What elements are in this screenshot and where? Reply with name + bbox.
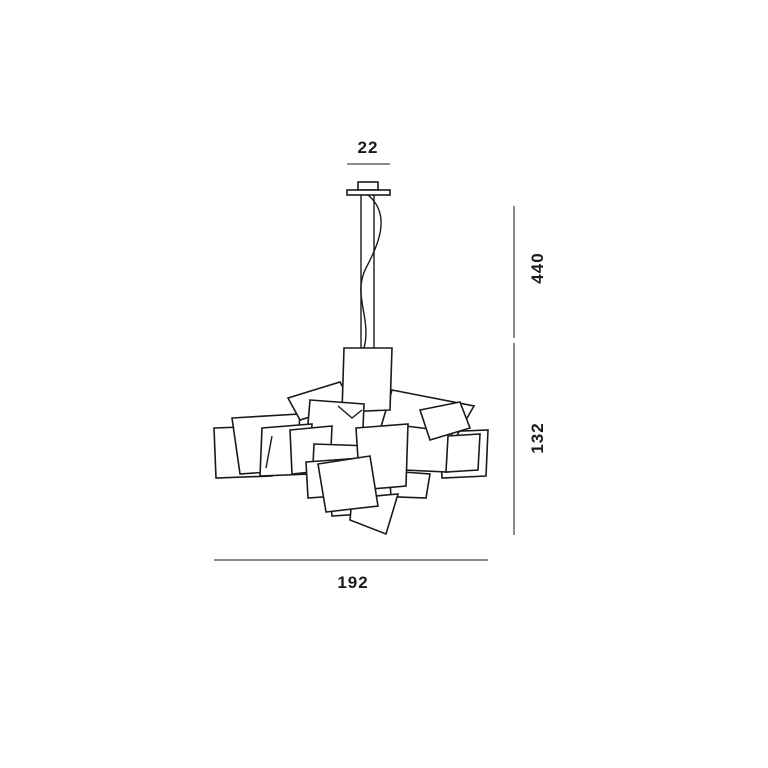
top-dimension: 22 xyxy=(347,138,390,165)
suspension-stem xyxy=(360,194,382,349)
body-height-dimension: 132 xyxy=(513,343,547,535)
cable-height-dimension: 440 xyxy=(513,206,547,338)
body-height-label: 132 xyxy=(528,422,547,453)
top-dimension-label: 22 xyxy=(358,138,379,157)
overall-width-dimension: 192 xyxy=(214,559,488,592)
lamp-body xyxy=(213,347,489,536)
overall-width-label: 192 xyxy=(337,573,368,592)
power-cable xyxy=(360,194,382,349)
ceiling-canopy xyxy=(346,181,391,196)
cable-height-label: 440 xyxy=(528,252,547,283)
